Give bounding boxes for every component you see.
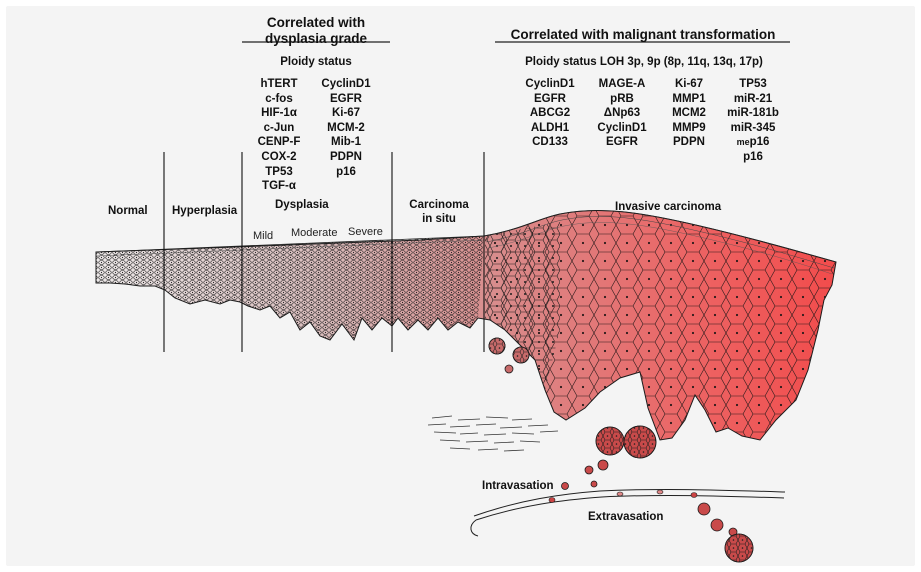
- stage-normal: Normal: [108, 204, 148, 218]
- marker: ABCG2: [517, 106, 583, 121]
- dysplasia-header-line1: Correlated with: [232, 15, 400, 31]
- malignant-markers-col3: Ki-67 MMP1 MCM2 MMP9 PDPN: [660, 77, 718, 150]
- malignant-markers-col4: TP53 miR-21 miR-181b miR-345 mep16 p16: [718, 77, 788, 165]
- marker: CENP-F: [250, 135, 308, 150]
- dysplasia-moderate: Moderate: [291, 227, 337, 239]
- marker: EGFR: [587, 135, 657, 150]
- malignant-ploidy-status: Ploidy status LOH 3p, 9p (8p, 11q, 13q, …: [494, 56, 794, 68]
- marker: Ki-67: [313, 106, 379, 121]
- marker: CyclinD1: [517, 77, 583, 92]
- stage-invasive-carcinoma: Invasive carcinoma: [615, 200, 721, 214]
- cis-line2: in situ: [398, 212, 480, 226]
- extravasation-label: Extravasation: [588, 511, 663, 523]
- marker-mep16: mep16: [718, 135, 788, 150]
- marker: Mib-1: [313, 135, 379, 150]
- marker: MCM-2: [313, 121, 379, 136]
- marker: c-Jun: [250, 121, 308, 136]
- marker: c-fos: [250, 92, 308, 107]
- malignant-markers-col2: MAGE-A pRB ΔNp63 CyclinD1 EGFR: [587, 77, 657, 150]
- marker: pRB: [587, 92, 657, 107]
- marker: HIF-1α: [250, 106, 308, 121]
- marker: TGF-α: [250, 179, 308, 194]
- marker: ΔNp63: [587, 106, 657, 121]
- marker: MMP1: [660, 92, 718, 107]
- marker: miR-345: [718, 121, 788, 136]
- marker: p16: [313, 165, 379, 180]
- marker: CyclinD1: [587, 121, 657, 136]
- dysplasia-markers-col1: hTERT c-fos HIF-1α c-Jun CENP-F COX-2 TP…: [250, 77, 308, 194]
- marker: TP53: [250, 165, 308, 180]
- dysplasia-header-line2: dysplasia grade: [232, 31, 400, 47]
- dysplasia-severe: Severe: [348, 226, 383, 238]
- stage-hyperplasia: Hyperplasia: [172, 204, 237, 218]
- methylation-prefix: me: [737, 137, 750, 147]
- marker: p16: [718, 150, 788, 165]
- marker: COX-2: [250, 150, 308, 165]
- marker: CyclinD1: [313, 77, 379, 92]
- marker: MCM2: [660, 106, 718, 121]
- marker: TP53: [718, 77, 788, 92]
- dysplasia-mild: Mild: [253, 230, 273, 242]
- marker: MAGE-A: [587, 77, 657, 92]
- stage-carcinoma-in-situ: Carcinoma in situ: [398, 198, 480, 226]
- dysplasia-markers-col2: CyclinD1 EGFR Ki-67 MCM-2 Mib-1 PDPN p16: [313, 77, 379, 179]
- dysplasia-ploidy-status: Ploidy status: [250, 56, 382, 68]
- marker: EGFR: [313, 92, 379, 107]
- marker: MMP9: [660, 121, 718, 136]
- intravasation-label: Intravasation: [482, 480, 554, 492]
- stroma-fibroblasts: [428, 416, 558, 451]
- marker: Ki-67: [660, 77, 718, 92]
- marker: CD133: [517, 135, 583, 150]
- marker: ALDH1: [517, 121, 583, 136]
- marker: hTERT: [250, 77, 308, 92]
- marker: EGFR: [517, 92, 583, 107]
- marker: miR-21: [718, 92, 788, 107]
- cis-line1: Carcinoma: [398, 198, 480, 212]
- marker: PDPN: [660, 135, 718, 150]
- marker: PDPN: [313, 150, 379, 165]
- stage-dysplasia: Dysplasia: [275, 198, 329, 212]
- marker: p16: [750, 136, 770, 148]
- dysplasia-grade-header: Correlated with dysplasia grade: [232, 15, 400, 47]
- marker: miR-181b: [718, 106, 788, 121]
- malignant-transformation-header: Correlated with malignant transformation: [495, 27, 791, 42]
- malignant-markers-col1: CyclinD1 EGFR ABCG2 ALDH1 CD133: [517, 77, 583, 150]
